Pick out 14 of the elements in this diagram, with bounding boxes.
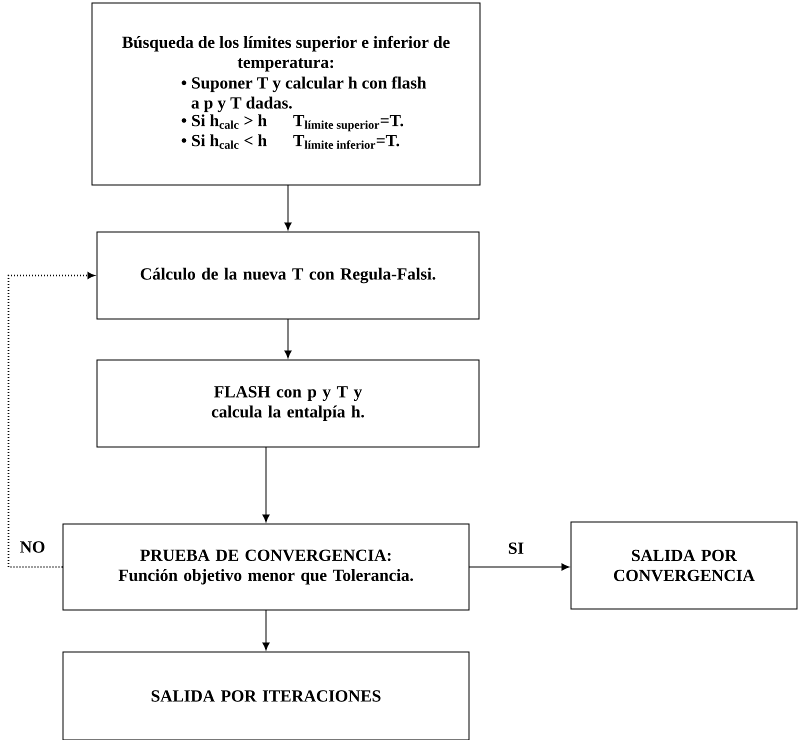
- process-box: Búsqueda de los límites superior e inferior de temperatura: • Suponer T y calcular h con flash a p y T dadas. • Si h$_{calc}$ > h $\text{T}_{\text{límite superior}}\text{=T.}$ • Si h$_{calc}$ < h $\text{T}_{\text{límite inferior}}\text{=T.}$: [92, 2, 480, 186]
- process-box: Cálculo de la nueva T con Regula-Falsi.: [96, 232, 480, 320]
- arrow: [284, 185, 292, 230]
- edge-label: SI: [506, 542, 526, 555]
- terminal-box: SALIDA POR ITERACIONES: [62, 652, 470, 740]
- arrow: [262, 447, 270, 522]
- decision-box: PRUEBA DE CONVERGENCIA: Función objetivo menor que Tolerancia.: [62, 524, 470, 610]
- terminal-box: SALIDA POR CONVERGENCIA: [570, 522, 798, 610]
- arrow: [284, 319, 292, 358]
- arrow: [262, 610, 270, 650]
- process-box: FLASH con p y T y calcula la entalpía h.: [96, 360, 480, 448]
- arrow: [469, 563, 570, 571]
- arrow: [8, 272, 94, 568]
- edge-label: NO: [18, 540, 46, 554]
